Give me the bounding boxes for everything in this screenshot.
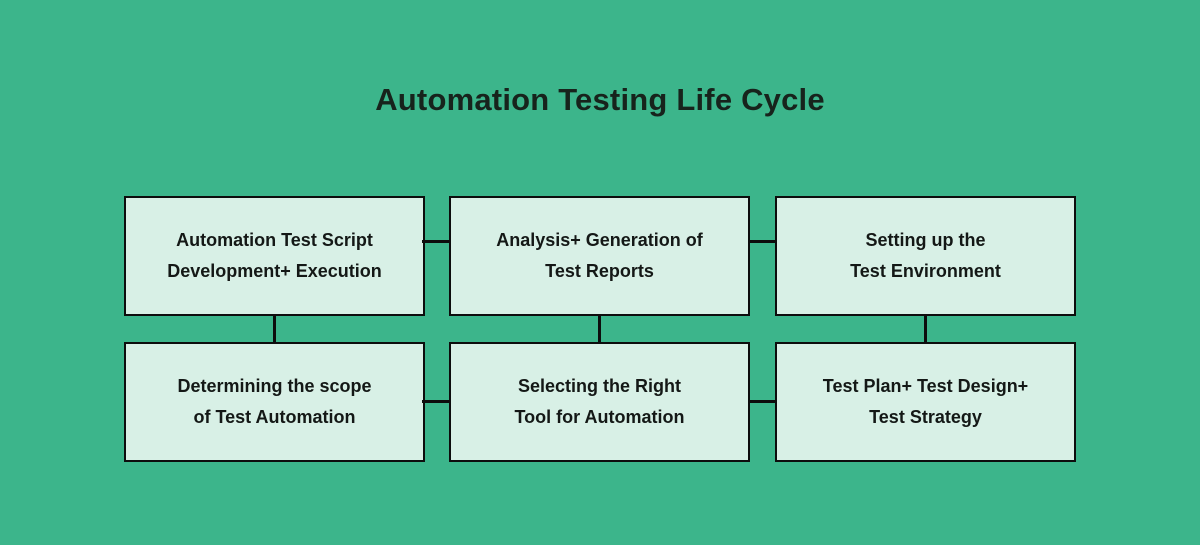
node-text-line: Development+ Execution	[167, 261, 382, 281]
node-text-line: Test Strategy	[869, 407, 982, 427]
node-text-line: Determining the scope	[177, 376, 372, 396]
node-determining-the-scope-of-test-automation: Determining the scope of Test Automation	[124, 342, 425, 462]
node-automation-test-script-development-execution: Automation Test Script Development+ Exec…	[124, 196, 425, 316]
node-analysis-generation-of-test-reports: Analysis+ Generation of Test Reports	[449, 196, 750, 316]
node-setting-up-the-test-environment: Setting up the Test Environment	[775, 196, 1076, 316]
connector-top-row-right	[748, 240, 776, 243]
node-text-line: Test Environment	[850, 261, 1001, 281]
node-selecting-the-right-tool-for-automation: Selecting the Right Tool for Automation	[449, 342, 750, 462]
node-text-line: Analysis+ Generation of	[496, 230, 703, 250]
node-test-plan-test-design-test-strategy: Test Plan+ Test Design+ Test Strategy	[775, 342, 1076, 462]
connector-column-middle	[598, 314, 601, 344]
connector-column-left	[273, 314, 276, 344]
page-title: Automation Testing Life Cycle	[375, 82, 825, 117]
node-text-line: Automation Test Script	[176, 230, 373, 250]
connector-bottom-row-left	[422, 400, 450, 403]
node-text-line: Setting up the	[865, 230, 986, 250]
node-text-line: Selecting the Right	[517, 376, 681, 396]
node-text-line: Test Reports	[545, 261, 654, 281]
node-text-line: of Test Automation	[193, 407, 356, 427]
connector-column-right	[924, 314, 927, 344]
node-text-line: Test Plan+ Test Design+	[822, 376, 1029, 396]
connector-top-row-left	[422, 240, 450, 243]
connector-bottom-row-right	[748, 400, 776, 403]
node-text-line: Tool for Automation	[514, 407, 685, 427]
